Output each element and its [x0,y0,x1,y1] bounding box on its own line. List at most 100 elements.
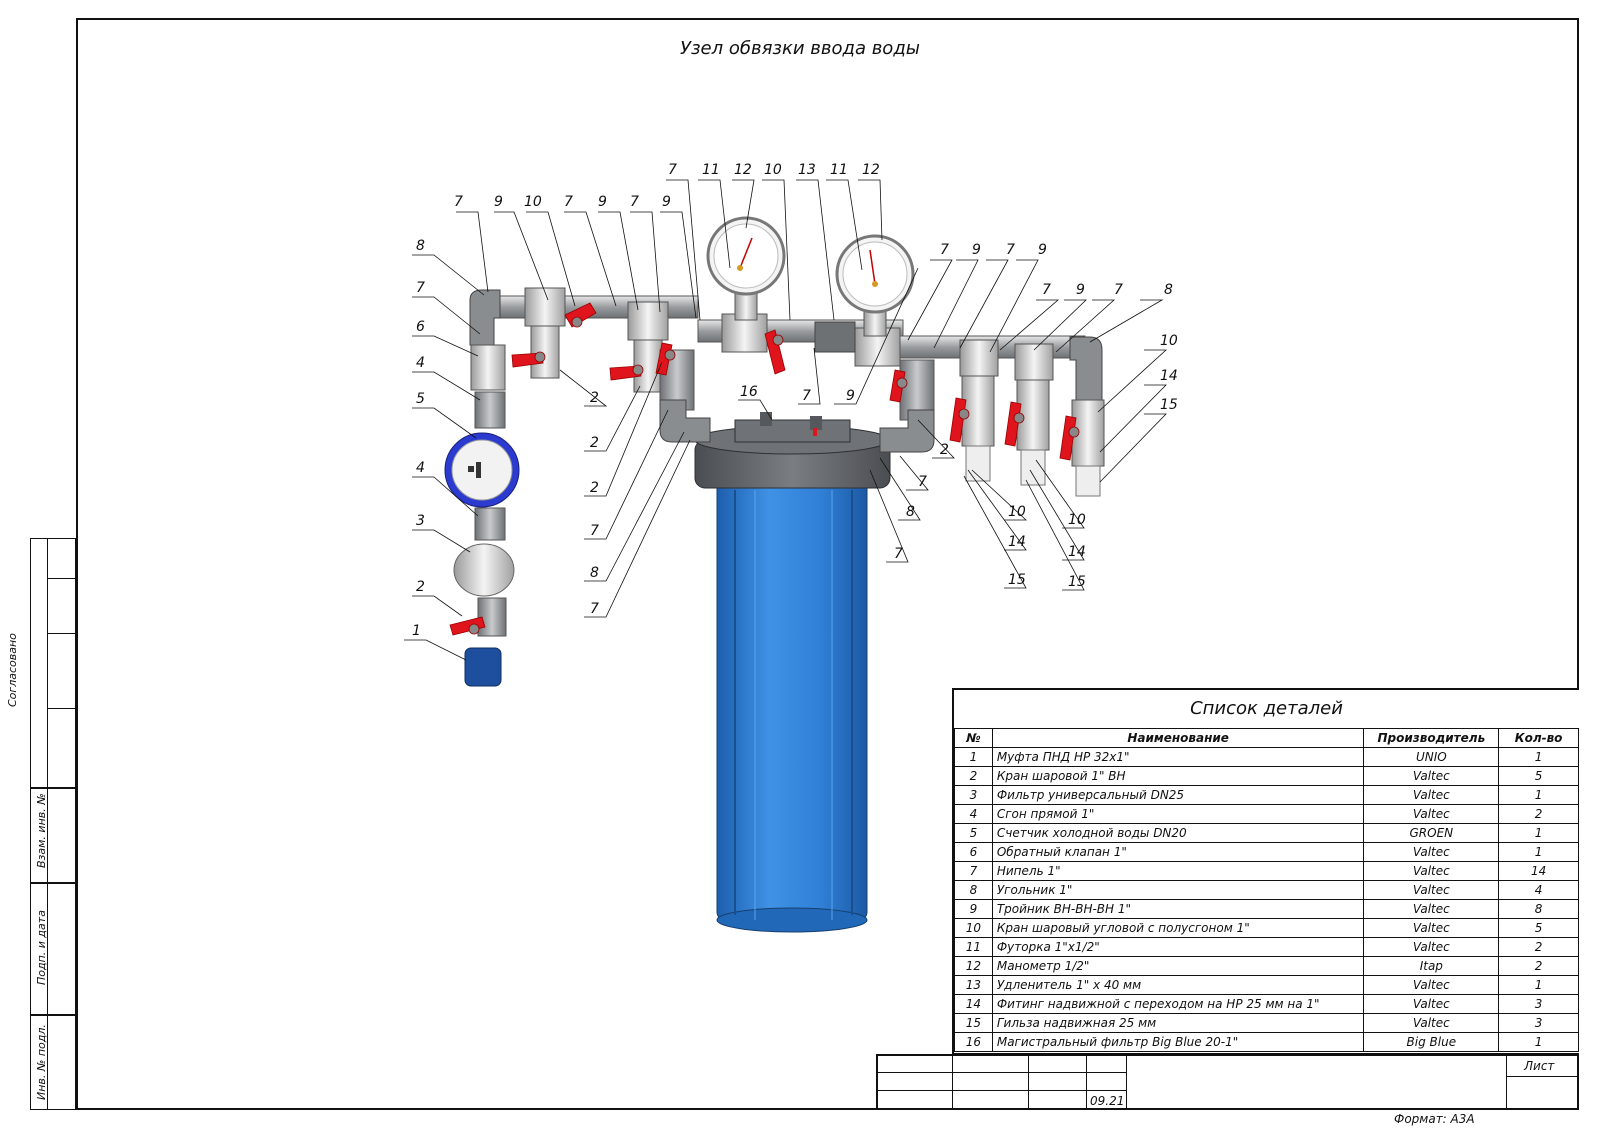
part-qty: 5 [1498,918,1579,938]
part-number: 5 [954,823,993,843]
part-qty: 1 [1498,785,1579,805]
sheet-label: Лист [1524,1059,1555,1073]
part-manufacturer: Valtec [1363,880,1500,900]
title-block: Лист 09.21 [876,1054,1579,1110]
callout-number: 7 [630,194,639,210]
part-name: Футорка 1"х1/2" [991,937,1365,957]
callout-number: 9 [846,388,855,404]
callout-number: 16 [740,384,758,400]
part-manufacturer: Valtec [1363,785,1500,805]
callout-number: 3 [416,513,425,529]
part-name: Кран шаровой 1" ВН [991,766,1365,786]
side-divider [48,708,76,709]
callout-number: 4 [416,460,425,476]
part-number: 1 [954,747,993,767]
callout-number: 6 [416,319,425,335]
callout-number: 9 [1038,242,1047,258]
callouts [404,179,1168,661]
part-number: 11 [954,937,993,957]
part-number: 10 [954,918,993,938]
part-manufacturer: GROEN [1363,823,1500,843]
part-name: Фильтр универсальный DN25 [991,785,1365,805]
callout-number: 2 [590,480,599,496]
callout-number: 5 [416,391,425,407]
part-manufacturer: Valtec [1363,1013,1500,1033]
part-name: Магистральный фильтр Big Blue 20-1" [991,1032,1365,1052]
callout-number: 7 [454,194,463,210]
callout-number: 2 [590,435,599,451]
part-manufacturer: UNIO [1363,747,1500,767]
part-name: Сгон прямой 1" [991,804,1365,824]
part-manufacturer: Valtec [1363,766,1500,786]
part-number: 16 [954,1032,993,1052]
part-manufacturer: Valtec [1363,975,1500,995]
part-name: Муфта ПНД НР 32х1" [991,747,1365,767]
callout-number: 8 [906,504,915,520]
callout-number: 11 [830,162,848,178]
part-number: 7 [954,861,993,881]
pressure-gauge-right [835,234,915,337]
part-number: 9 [954,899,993,919]
part-qty: 8 [1498,899,1579,919]
callout-number: 13 [798,162,816,178]
part-name: Угольник 1" [991,880,1365,900]
part-qty: 3 [1498,994,1579,1014]
side-divider [48,578,76,579]
callout-number: 9 [494,194,503,210]
side-cell-narrow [30,788,48,1110]
part-name: Счетчик холодной воды DN20 [991,823,1365,843]
callout-number: 7 [918,474,927,490]
part-name: Кран шаровый угловой с полусгоном 1" [991,918,1365,938]
header-name: Наименование [991,728,1365,748]
part-name: Манометр 1/2" [991,956,1365,976]
part-manufacturer: Valtec [1363,861,1500,881]
callout-number: 10 [1068,512,1086,528]
part-qty: 1 [1498,823,1579,843]
big-blue-filter [694,412,891,933]
callout-number: 7 [802,388,811,404]
side-divider [48,633,76,634]
callout-number: 1 [412,623,421,639]
part-number: 13 [954,975,993,995]
callout-number: 9 [662,194,671,210]
callout-number: 10 [524,194,542,210]
header-manufacturer: Производитель [1363,728,1500,748]
header-number: № [954,728,993,748]
part-number: 4 [954,804,993,824]
part-number: 3 [954,785,993,805]
callout-number: 15 [1160,397,1178,413]
callout-number: 7 [1006,242,1015,258]
callout-number: 7 [1042,282,1051,298]
part-number: 8 [954,880,993,900]
callout-number: 7 [564,194,573,210]
part-qty: 4 [1498,880,1579,900]
part-qty: 3 [1498,1013,1579,1033]
callout-number: 8 [590,565,599,581]
drawing-title: Узел обвязки ввода воды [680,38,920,59]
part-qty: 5 [1498,766,1579,786]
callout-number: 2 [590,390,599,406]
callout-number: 7 [590,601,599,617]
callout-number: 9 [598,194,607,210]
part-manufacturer: Valtec [1363,918,1500,938]
callout-number: 9 [972,242,981,258]
part-qty: 2 [1498,804,1579,824]
format-label: Формат: А3А [1394,1112,1475,1126]
side-stamp [30,538,76,1110]
pressure-gauge-left [706,216,786,321]
part-name: Фитинг надвижной с переходом на НР 25 мм… [991,994,1365,1014]
callout-number: 7 [590,523,599,539]
callout-number: 2 [416,579,425,595]
